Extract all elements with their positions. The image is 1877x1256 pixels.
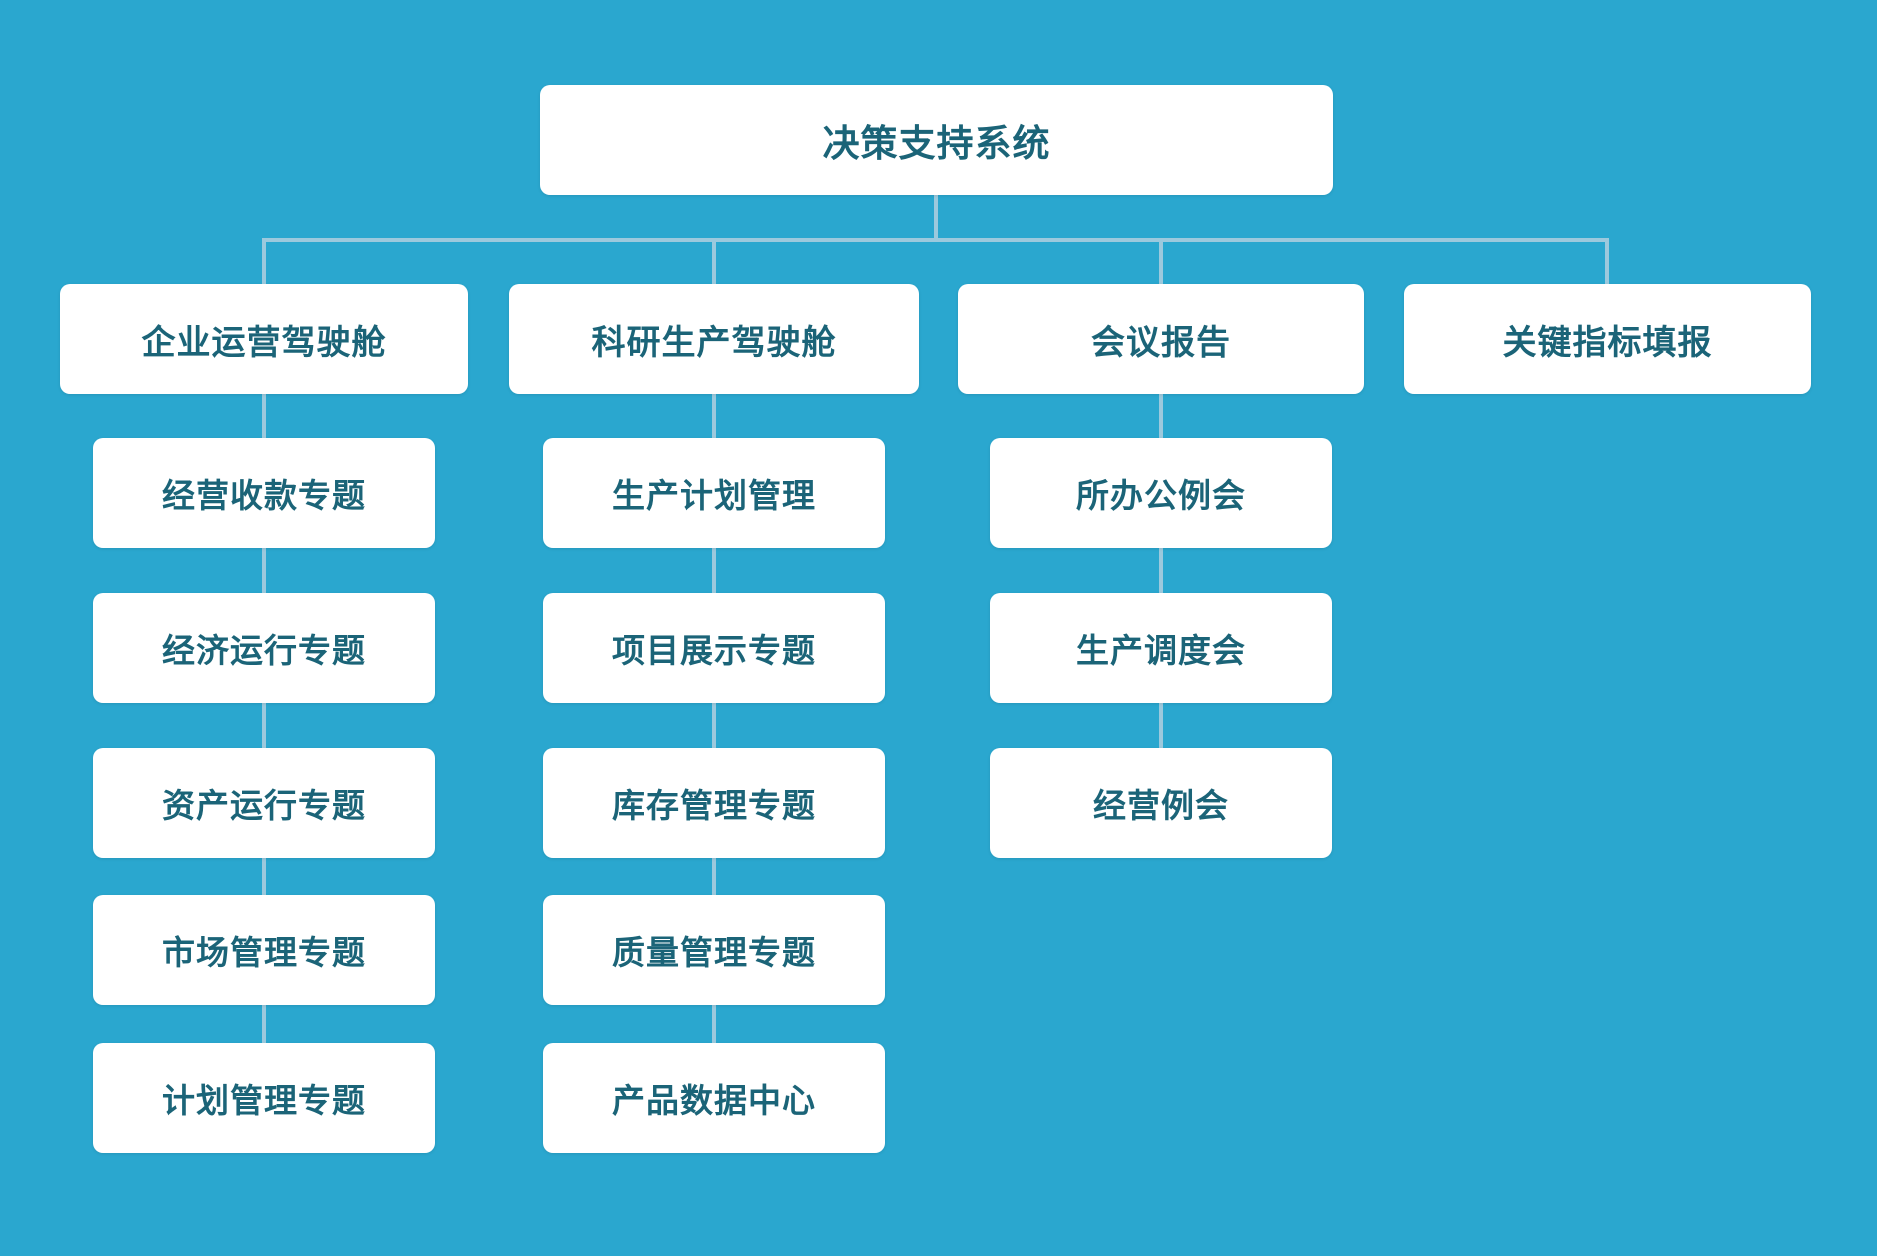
leaf-node-plan-management: 计划管理专题 bbox=[93, 1043, 435, 1153]
branch-node-key-indicator-reporting: 关键指标填报 bbox=[1404, 284, 1811, 394]
connector-line bbox=[712, 394, 716, 1100]
connector-line bbox=[934, 194, 938, 240]
branch-node-research-production-cockpit: 科研生产驾驶舱 bbox=[509, 284, 919, 394]
connector-line bbox=[262, 238, 1609, 242]
leaf-node-product-data-center: 产品数据中心 bbox=[543, 1043, 885, 1153]
connector-line bbox=[1159, 242, 1163, 284]
connector-line bbox=[262, 242, 266, 284]
connector-line bbox=[712, 242, 716, 284]
branch-node-enterprise-operations-cockpit: 企业运营驾驶舱 bbox=[60, 284, 468, 394]
leaf-node-market-management: 市场管理专题 bbox=[93, 895, 435, 1005]
leaf-node-quality-management: 质量管理专题 bbox=[543, 895, 885, 1005]
leaf-node-institute-office-meeting: 所办公例会 bbox=[990, 438, 1332, 548]
leaf-node-economic-operation: 经济运行专题 bbox=[93, 593, 435, 703]
leaf-node-project-display: 项目展示专题 bbox=[543, 593, 885, 703]
leaf-node-production-dispatch-meeting: 生产调度会 bbox=[990, 593, 1332, 703]
connector-line bbox=[1605, 242, 1609, 284]
leaf-node-operating-regular-meeting: 经营例会 bbox=[990, 748, 1332, 858]
leaf-node-production-plan-management: 生产计划管理 bbox=[543, 438, 885, 548]
leaf-node-operating-receipts: 经营收款专题 bbox=[93, 438, 435, 548]
branch-node-meeting-reports: 会议报告 bbox=[958, 284, 1364, 394]
leaf-node-asset-operation: 资产运行专题 bbox=[93, 748, 435, 858]
root-node-decision-support-system: 决策支持系统 bbox=[540, 85, 1333, 195]
connector-line bbox=[262, 394, 266, 1100]
leaf-node-inventory-management: 库存管理专题 bbox=[543, 748, 885, 858]
